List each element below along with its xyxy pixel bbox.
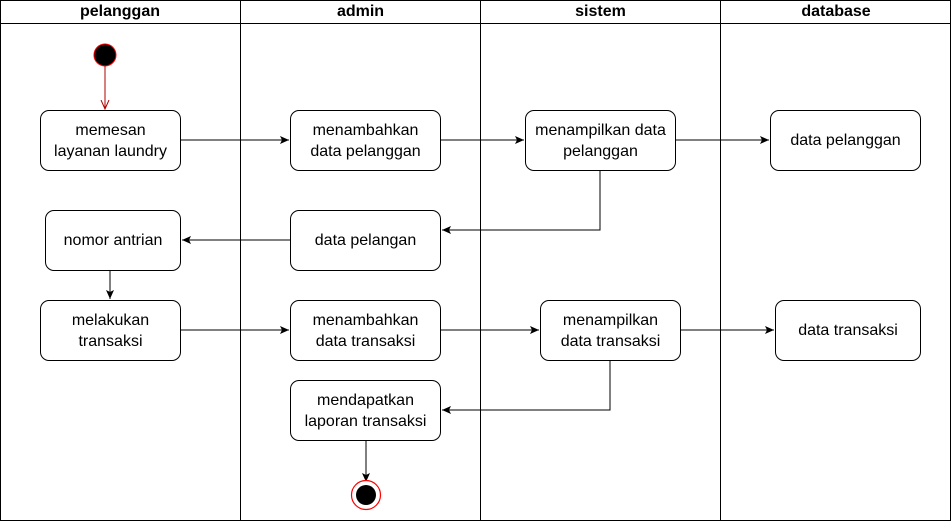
edge-menampilkantransaksi-laporan: [442, 361, 611, 414]
activity-menampilkan-pelanggan: menampilkan data pelanggan: [525, 110, 676, 171]
end-node-core: [356, 485, 376, 505]
activity-memesan-layanan: memesan layanan laundry: [40, 110, 181, 171]
activity-menambahkan-transaksi: menambahkan data transaksi: [290, 300, 441, 361]
lane-header-admin: admin: [336, 3, 385, 20]
activity-menampilkan-transaksi: menampilkan data transaksi: [540, 300, 681, 361]
activity-data-pelangan: data pelangan: [290, 210, 441, 271]
lane-header-database: database: [801, 3, 871, 20]
lane-header-pelanggan: pelanggan: [79, 3, 160, 20]
edge-menampilkan-datapelangan: [442, 171, 601, 234]
start-node: [93, 43, 117, 67]
activity-laporan-transaksi: mendapatkan laporan transaksi: [290, 380, 441, 441]
activity-nomor-antrian: nomor antrian: [45, 210, 181, 271]
activity-data-pelanggan-db: data pelanggan: [770, 110, 921, 171]
activity-menambahkan-pelanggan: menambahkan data pelanggan: [290, 110, 441, 171]
activity-melakukan-transaksi: melakukan transaksi: [40, 300, 181, 361]
activity-data-transaksi-db: data transaksi: [775, 300, 921, 361]
lane-header-sistem: sistem: [575, 3, 626, 20]
